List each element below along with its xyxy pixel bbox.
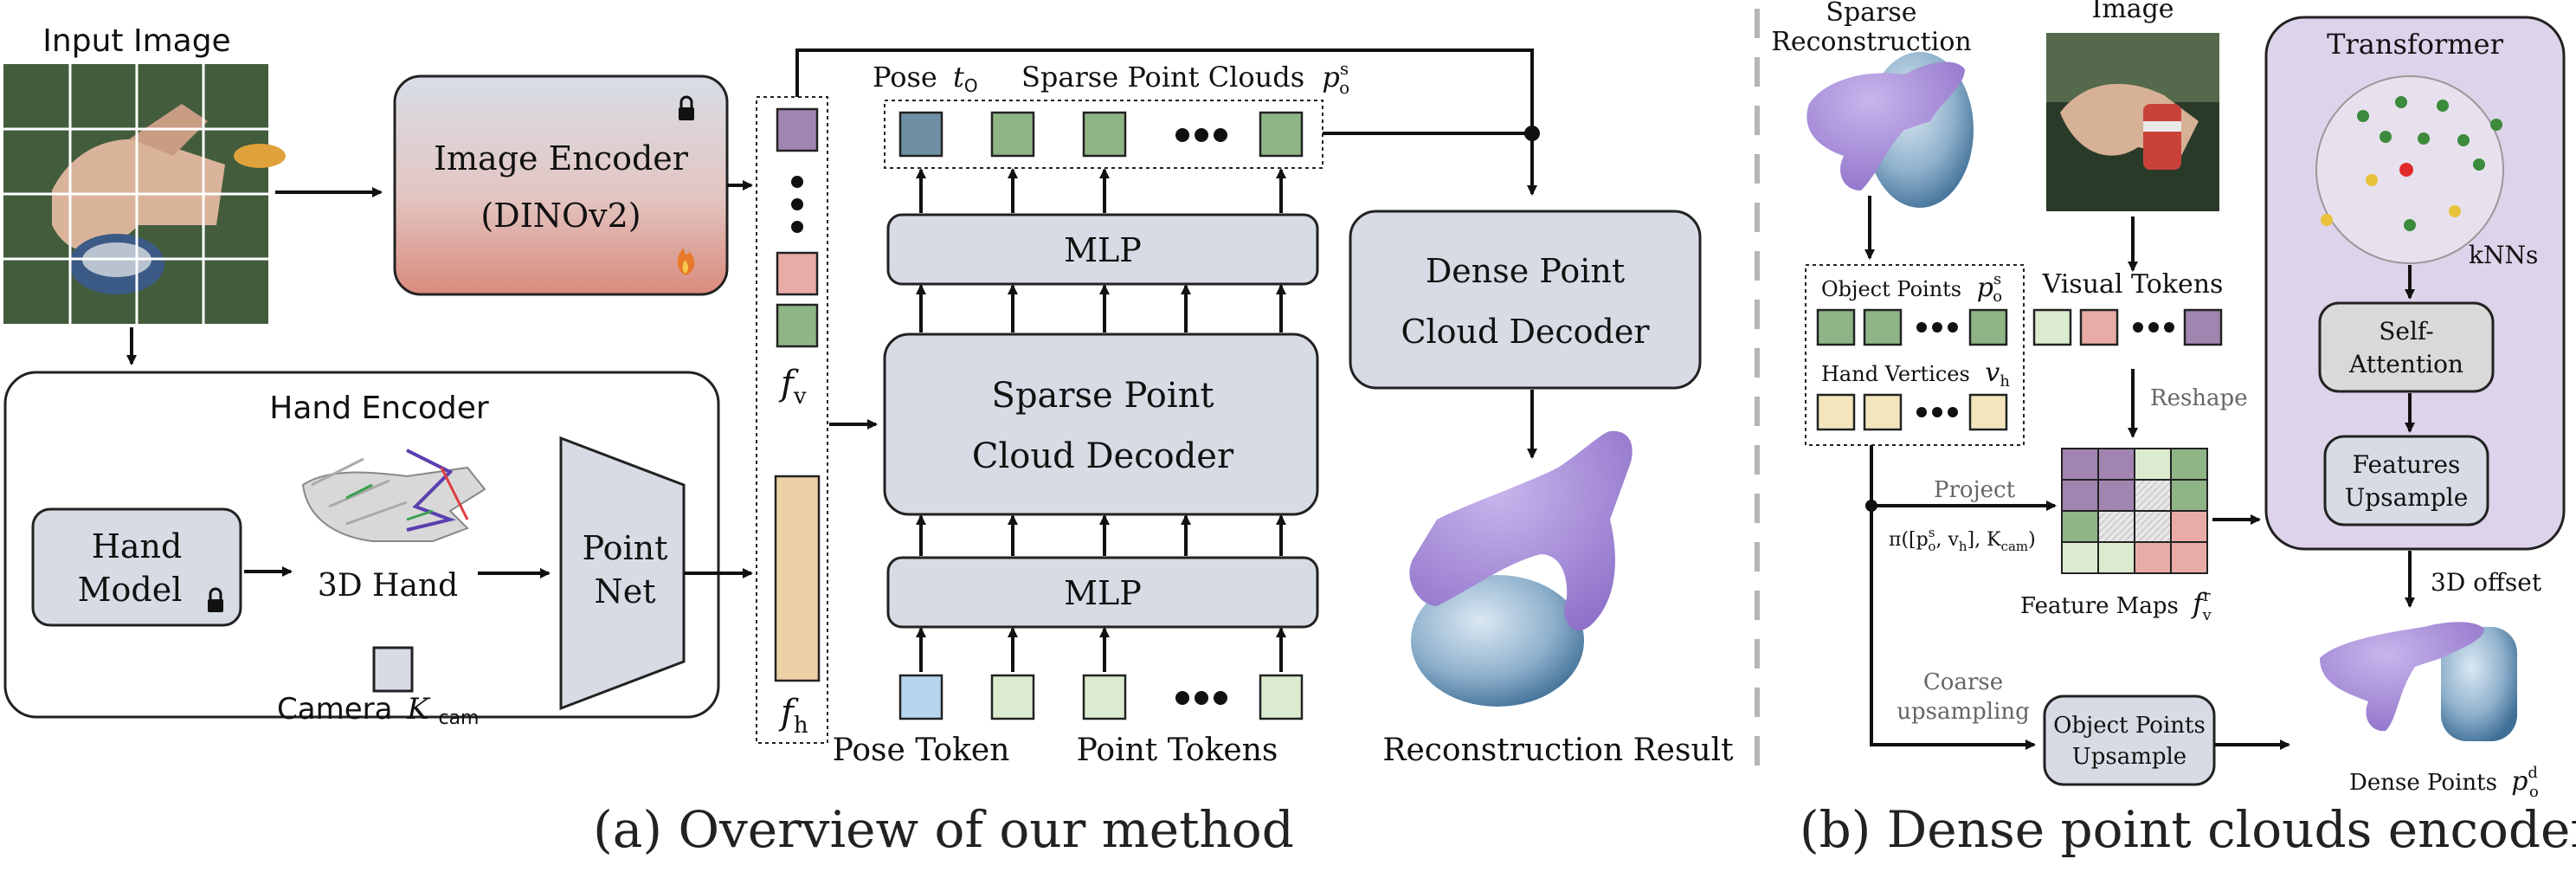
features-upsample-line1: Features bbox=[2353, 450, 2461, 479]
self-attention-block bbox=[2318, 301, 2495, 393]
fv-token-pink bbox=[776, 251, 819, 296]
fv-label: fv bbox=[778, 364, 807, 410]
knn-points bbox=[2321, 96, 2502, 231]
fh-label: fh bbox=[778, 693, 808, 739]
hand-encoder-block: Hand Encoder Hand Model 3D Hand Point Ne… bbox=[3, 371, 720, 729]
transformer-title: Transformer bbox=[2327, 28, 2503, 61]
hand-3d-label: 3D Hand bbox=[318, 568, 458, 604]
camera-label: Camera K cam bbox=[277, 692, 479, 729]
feature-map-grid bbox=[2061, 448, 2208, 574]
transformer-panel: Transformer kNNs Self- Attention Feature… bbox=[2264, 16, 2566, 551]
lock-icon bbox=[679, 95, 694, 120]
visual-tokens-label: Visual Tokens bbox=[2042, 269, 2224, 300]
dense-decoder-line1: Dense Point bbox=[1426, 252, 1625, 290]
caption-right: (b) Dense point clouds encoder bbox=[1800, 800, 2576, 859]
object-upsample-line2: Upsample bbox=[2072, 744, 2186, 770]
fv-token-green bbox=[776, 303, 819, 348]
hand-model-line2: Model bbox=[78, 571, 183, 609]
pointnet-line2: Net bbox=[594, 572, 655, 610]
coarse-line2: upsampling bbox=[1897, 699, 2030, 725]
caption-left: (a) Overview of our method bbox=[593, 800, 1294, 859]
image-encoder-title: Image Encoder bbox=[434, 139, 689, 178]
output-tokens bbox=[884, 100, 1323, 169]
camera-token bbox=[372, 646, 414, 693]
sparse-decoder-line2: Cloud Decoder bbox=[972, 436, 1234, 476]
flame-icon bbox=[677, 248, 695, 275]
offset-label: 3D offset bbox=[2431, 568, 2542, 597]
lock-icon bbox=[208, 587, 223, 612]
dense-decoder-block bbox=[1349, 210, 1702, 390]
image-encoder-block: Image Encoder (DINOv2) bbox=[393, 74, 729, 296]
reconstruction-result-label: Reconstruction Result bbox=[1382, 733, 1734, 768]
input-image-photo bbox=[3, 64, 286, 324]
image-label: Image bbox=[2091, 0, 2174, 24]
self-attention-line2: Attention bbox=[2348, 350, 2463, 378]
dense-points-image bbox=[2320, 622, 2517, 741]
fh-token bbox=[774, 475, 821, 682]
sparse-decoder-block bbox=[883, 333, 1319, 516]
hand-vertices-label: Hand Vertices vh bbox=[1821, 358, 2010, 391]
dense-decoder-line2: Cloud Decoder bbox=[1401, 313, 1650, 351]
pose-output-token bbox=[898, 111, 943, 158]
feature-column: fv fh bbox=[756, 96, 828, 744]
pose-token-label: Pose Token bbox=[833, 733, 1010, 768]
input-tokens bbox=[898, 674, 1304, 720]
pointnet-line1: Point bbox=[583, 529, 668, 567]
object-upsample-line1: Object Points bbox=[2053, 713, 2206, 739]
sparse-decoder-line1: Sparse Point bbox=[992, 376, 1214, 416]
reconstruction-result-image bbox=[1409, 430, 1633, 707]
point-tokens-label: Point Tokens bbox=[1077, 733, 1278, 768]
input-image-label: Input Image bbox=[42, 23, 230, 59]
project-label: Project bbox=[1934, 477, 2016, 503]
hand-model-line1: Hand bbox=[92, 527, 183, 565]
self-attention-line1: Self- bbox=[2379, 317, 2434, 346]
hand-mesh-3d bbox=[301, 449, 486, 542]
fv-token-purple bbox=[776, 107, 819, 152]
object-upsample-block bbox=[2043, 694, 2216, 786]
sparse-reconstruction-image bbox=[1806, 52, 1974, 208]
features-upsample-block bbox=[2323, 435, 2489, 526]
coarse-line1: Coarse bbox=[1923, 669, 2003, 695]
sparse-recon-line2: Reconstruction bbox=[1771, 27, 1971, 57]
hand-encoder-title: Hand Encoder bbox=[269, 391, 489, 426]
mlp-top-label: MLP bbox=[1064, 231, 1142, 269]
input-photo-small bbox=[2046, 33, 2219, 211]
visual-tokens bbox=[2032, 308, 2223, 346]
knns-label: kNNs bbox=[2469, 241, 2538, 269]
pose-label: Pose tO bbox=[873, 61, 978, 96]
pose-input-token bbox=[898, 674, 943, 720]
mlp-bottom-label: MLP bbox=[1064, 574, 1142, 612]
reshape-label: Reshape bbox=[2150, 385, 2248, 411]
sparse-recon-line1: Sparse bbox=[1826, 0, 1916, 28]
image-encoder-model: (DINOv2) bbox=[480, 197, 641, 235]
features-upsample-line2: Upsample bbox=[2345, 483, 2469, 512]
